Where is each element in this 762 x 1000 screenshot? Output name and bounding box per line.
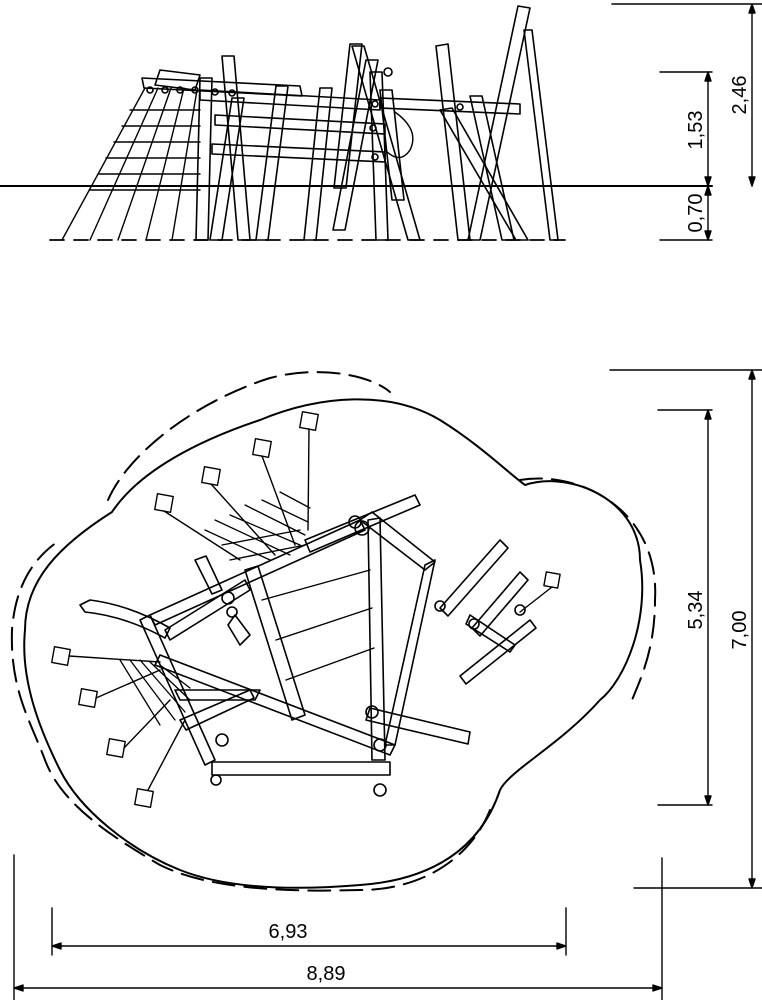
dim-foundation-depth: 0,70 — [685, 194, 707, 233]
dim-platform-height: 1,53 — [685, 111, 707, 150]
dim-total-height: 2,46 — [729, 76, 751, 115]
outer-safety-zone — [10, 371, 657, 892]
side-elevation-view: 2,46 1,53 0,70 — [0, 3, 762, 241]
top-plan-view: 5,34 7,00 6,93 8,89 — [10, 369, 762, 1000]
dim-inner-width: 6,93 — [269, 921, 308, 943]
dim-outer-depth: 7,00 — [729, 611, 751, 650]
inner-safety-zone — [23, 398, 644, 889]
dim-inner-depth: 5,34 — [685, 591, 707, 630]
top-timber-structure — [51, 411, 561, 808]
top-dimensions — [13, 369, 762, 1000]
dim-outer-width: 8,89 — [307, 963, 346, 985]
side-timber-structure — [141, 5, 559, 241]
side-dimensions — [611, 3, 762, 241]
side-climbing-net — [61, 87, 201, 241]
